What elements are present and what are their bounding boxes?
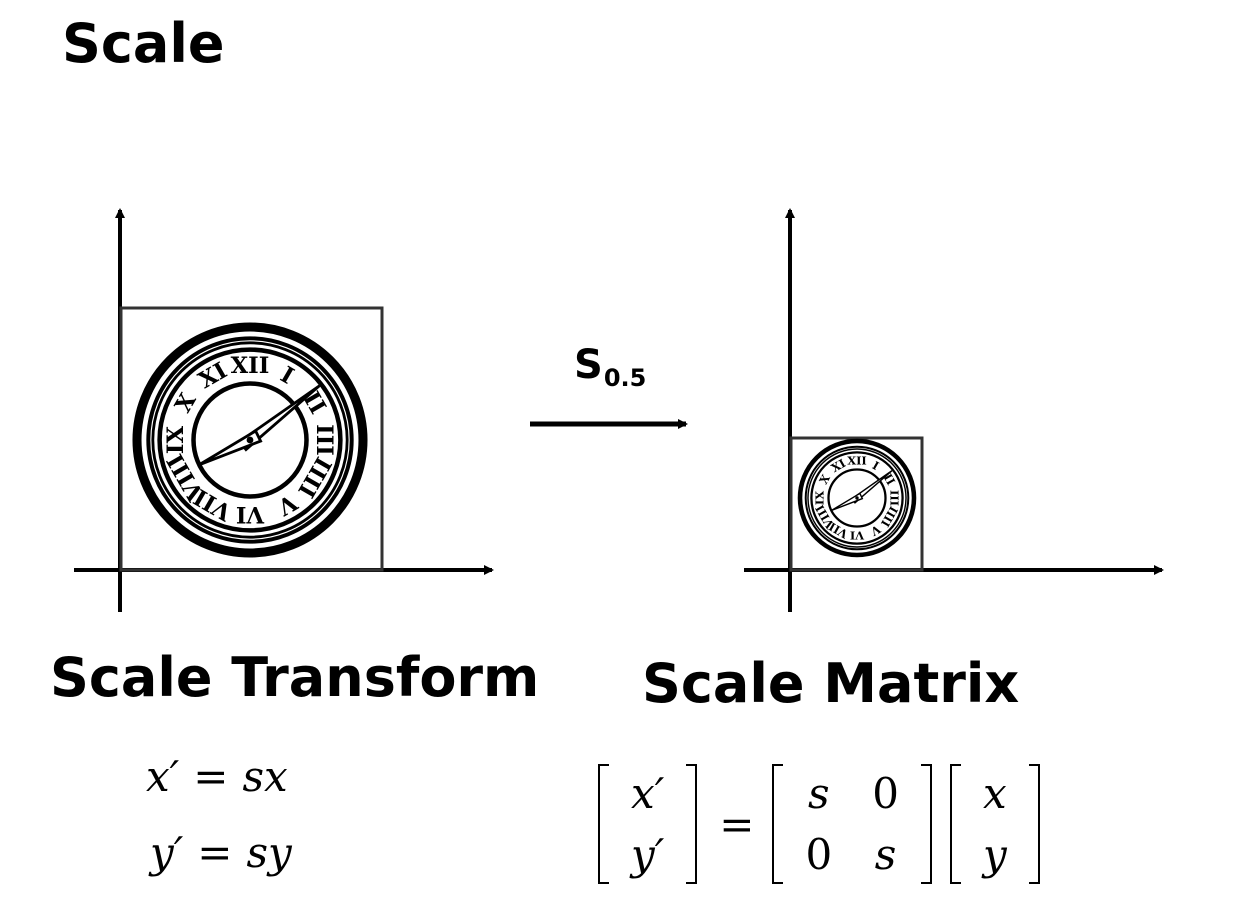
scale-matrix-right-bracket bbox=[920, 764, 932, 884]
scaled-clock-numeral: XI bbox=[829, 456, 848, 475]
scaled-clock-hand bbox=[831, 492, 864, 512]
scale-matrix-cell-00: s bbox=[808, 769, 830, 818]
equation-y-rhs: sy bbox=[246, 828, 292, 877]
input-vector-x: x bbox=[982, 769, 1007, 818]
scale-matrix-heading: Scale Matrix bbox=[642, 652, 1020, 715]
slide-title: Scale bbox=[62, 12, 225, 75]
equation-y-equals: = bbox=[197, 828, 233, 877]
original-clock-numeral: IX bbox=[163, 425, 189, 454]
scale-matrix-left-bracket bbox=[772, 764, 784, 884]
input-vector: x y bbox=[961, 769, 1029, 879]
original-clock-numeral: III bbox=[311, 424, 337, 456]
input-vector-right-bracket bbox=[1028, 764, 1040, 884]
input-vector-left-bracket bbox=[949, 764, 961, 884]
scale-operator-label: S0.5 bbox=[574, 342, 646, 392]
scaled-clock-numeral: VI bbox=[850, 528, 865, 542]
result-vector: x′ y′ bbox=[609, 769, 686, 879]
scaled-axes bbox=[744, 208, 1164, 612]
equation-x-rhs: sx bbox=[242, 752, 288, 801]
input-vector-y: y bbox=[982, 830, 1007, 879]
scale-matrix-cell-01: 0 bbox=[872, 769, 899, 818]
result-vector-y: y′ bbox=[631, 830, 665, 879]
equation-y-lhs: y′ bbox=[150, 828, 184, 877]
original-clock-numeral: VI bbox=[236, 501, 265, 527]
result-right-bracket bbox=[686, 764, 698, 884]
scaled-clock-numeral: IX bbox=[813, 491, 827, 505]
result-vector-x: x′ bbox=[631, 769, 665, 818]
equation-x-lhs: x′ bbox=[146, 752, 180, 801]
original-clock-hand bbox=[198, 428, 263, 467]
original-square bbox=[119, 306, 384, 572]
operator-symbol: S bbox=[574, 342, 603, 388]
operator-subscript: 0.5 bbox=[603, 364, 647, 392]
scaled-clock-numeral: XII bbox=[847, 454, 867, 468]
matrix-equation: x′ y′ = s 0 0 s x y bbox=[598, 762, 1040, 886]
original-clock-numeral: XII bbox=[231, 353, 270, 379]
equation-x: x′ = sx bbox=[146, 752, 288, 801]
scale-matrix-cell-10: 0 bbox=[805, 830, 833, 879]
equation-x-equals: = bbox=[193, 752, 229, 801]
scaled-square bbox=[789, 436, 924, 572]
matrix-equals-sign: = bbox=[719, 799, 755, 849]
result-left-bracket bbox=[598, 764, 609, 884]
scale-matrix-cell-11: s bbox=[874, 830, 897, 879]
scale-matrix: s 0 0 s bbox=[783, 769, 920, 879]
scaled-clock-numeral: III bbox=[887, 490, 901, 506]
scale-transform-heading: Scale Transform bbox=[50, 646, 540, 709]
equation-y: y′ = sy bbox=[150, 828, 292, 877]
scaled-clock-numeral: I bbox=[870, 458, 882, 473]
